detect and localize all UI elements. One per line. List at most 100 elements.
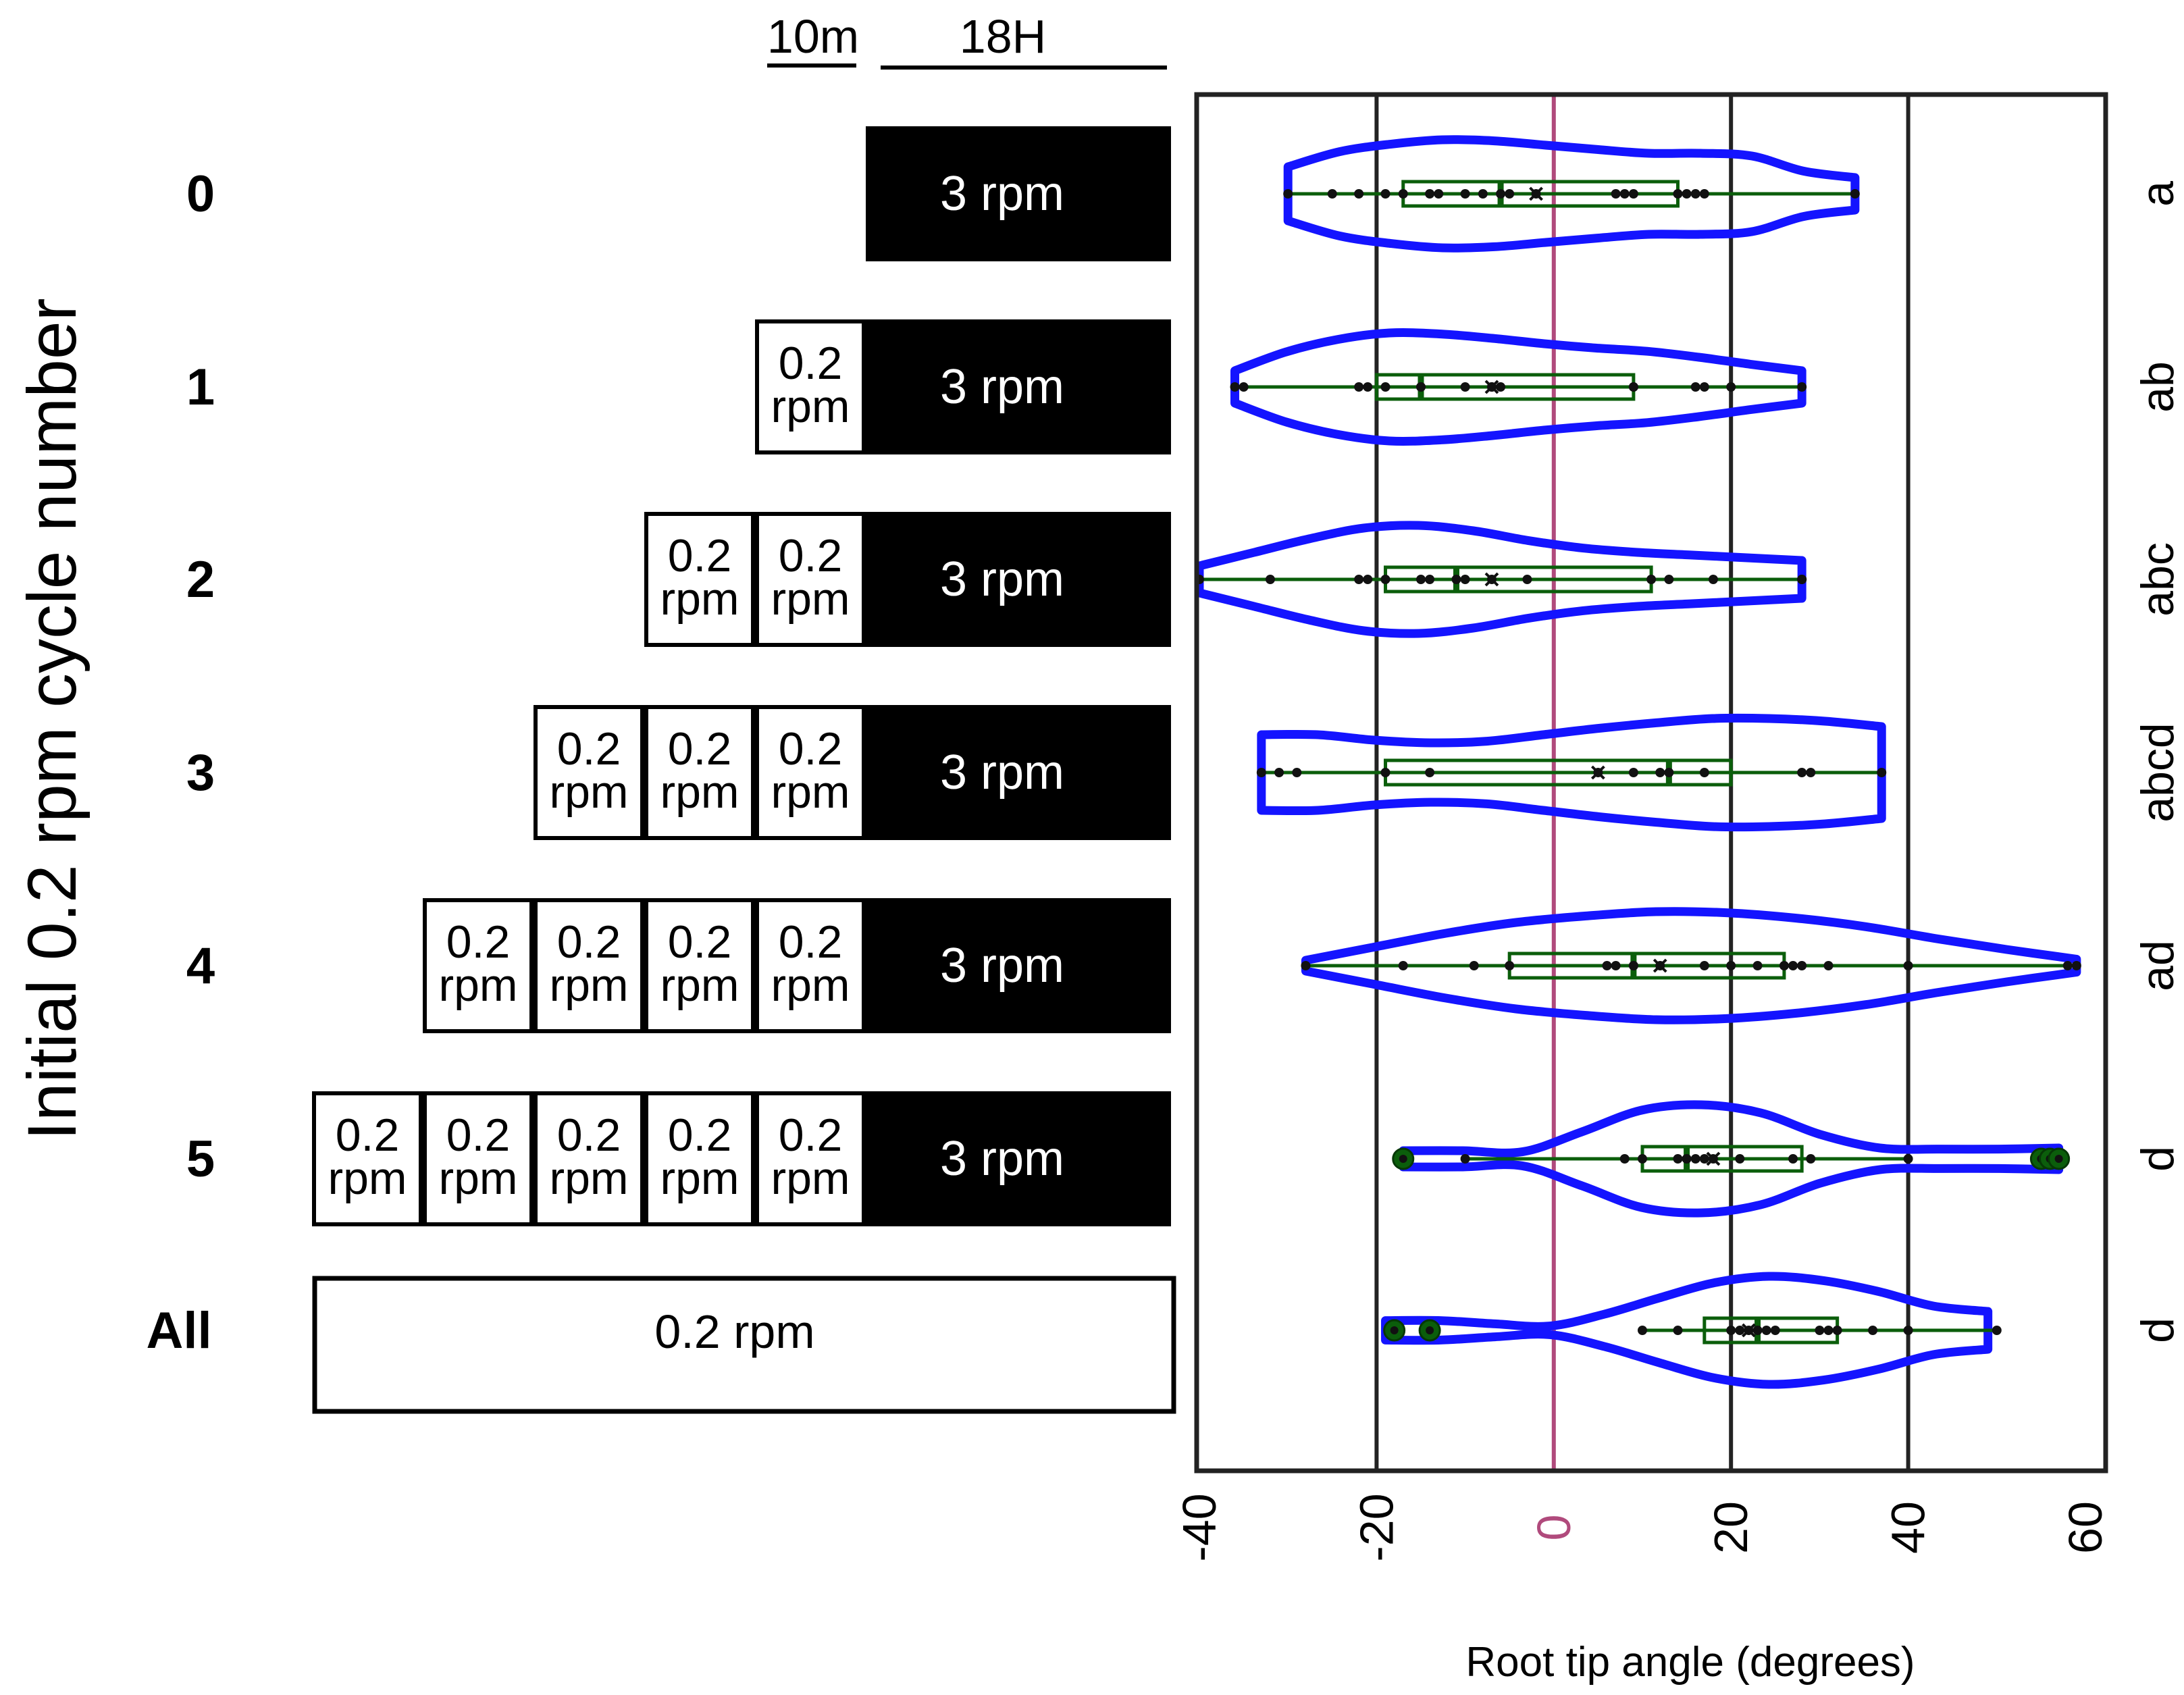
slow-block-2-2 [644,512,755,647]
outlier-core-5-0 [1399,1155,1407,1163]
data-point-3-4 [1425,768,1435,777]
data-point-5-12 [1903,1154,1913,1164]
significance-0: a [2132,181,2183,207]
slow-block-label-line: rpm [660,573,739,625]
data-point-2-15 [1797,575,1807,584]
x-tick-label-60: 60 [2059,1501,2112,1554]
data-point-0-7 [1460,189,1470,199]
slow-block-4-3 [534,898,644,1033]
data-point-2-4 [1380,575,1390,584]
data-point-5-3 [1673,1154,1683,1164]
data-point-0-0 [1283,189,1293,199]
data-point-5-11 [1806,1154,1816,1164]
slow-block-3-1 [755,705,866,840]
slow-block-label-line: 0.2 [557,1110,621,1161]
x-tick-label-20: 20 [1705,1501,1757,1554]
mean-marker-1 [1484,380,1499,394]
data-point-All-9 [1823,1326,1834,1335]
mean-marker-2 [1484,572,1499,587]
data-point-3-7 [1655,768,1665,777]
violin-2 [1195,521,1806,638]
data-point-3-3 [1380,768,1390,777]
violin-3 [1257,713,1886,832]
fast-block-4 [866,898,1171,1033]
significance-2: abc [2132,542,2183,617]
slow-block-2-1 [755,512,866,647]
row-label-All: All [146,1302,211,1359]
data-point-1-1 [1239,382,1249,392]
fast-block-label-4: 3 rpm [940,939,1064,993]
plot-frame [1194,92,2108,1474]
mean-marker-stroke [1706,1151,1721,1166]
slow-block-5-2 [644,1091,755,1226]
significance-3: abcd [2132,723,2183,822]
fast-block-1 [866,319,1171,454]
row-label-0: 0 [186,165,215,223]
data-point-5-7 [1699,1154,1709,1164]
data-point-0-12 [1611,189,1621,199]
data-point-1-2 [1354,382,1364,392]
data-point-3-11 [1806,768,1816,777]
data-point-3-9 [1699,768,1709,777]
data-point-4-5 [1611,961,1621,970]
significance-4: ad [2132,940,2183,991]
slow-block-all [312,1276,1176,1414]
data-point-0-6 [1434,189,1444,199]
data-point-4-13 [1788,961,1798,970]
data-point-2-13 [1708,575,1718,584]
outlier-core-5-3 [2054,1155,2063,1163]
data-point-2-11 [1646,575,1657,584]
data-point-2-5 [1416,575,1426,584]
data-point-All-1 [1673,1326,1683,1335]
data-point-4-9 [1699,961,1709,970]
data-point-5-10 [1788,1154,1798,1164]
slow-block-label-line: rpm [549,1153,628,1204]
data-point-3-0 [1256,768,1266,777]
data-point-0-18 [1699,189,1709,199]
outlier-core-All-0 [1390,1326,1399,1334]
scale-bar-long-label: 18H [960,10,1046,63]
data-point-0-9 [1496,189,1506,199]
slow-block-label-line: rpm [549,766,628,818]
fast-block-5 [866,1091,1171,1226]
data-point-0-1 [1327,189,1337,199]
data-point-4-17 [2062,961,2073,970]
data-point-4-0 [1301,961,1311,970]
data-point-0-3 [1380,189,1390,199]
data-point-4-14 [1797,961,1807,970]
data-point-1-7 [1460,382,1470,392]
data-point-0-15 [1673,189,1683,199]
data-point-3-2 [1292,768,1302,777]
data-point-1-4 [1380,382,1390,392]
violin-4 [1301,907,2081,1024]
data-point-2-1 [1265,575,1275,584]
row-label-3: 3 [186,744,215,802]
slow-block-5-5 [312,1091,423,1226]
data-point-1-16 [1797,382,1807,392]
fast-block-2 [866,512,1171,647]
slow-block-4-2 [644,898,755,1033]
data-point-1-15 [1726,382,1736,392]
mean-marker-All [1742,1323,1756,1338]
slow-block-label-line: rpm [771,381,850,432]
slow-block-label-line: rpm [660,960,739,1011]
data-point-4-7 [1628,961,1638,970]
mean-marker-0 [1529,186,1543,201]
mean-marker-5 [1706,1151,1721,1166]
data-point-1-3 [1363,382,1373,392]
slow-block-label-line: 0.2 [446,916,511,968]
data-point-4-18 [2071,961,2081,970]
data-point-2-6 [1425,575,1435,584]
data-point-1-10 [1496,382,1506,392]
